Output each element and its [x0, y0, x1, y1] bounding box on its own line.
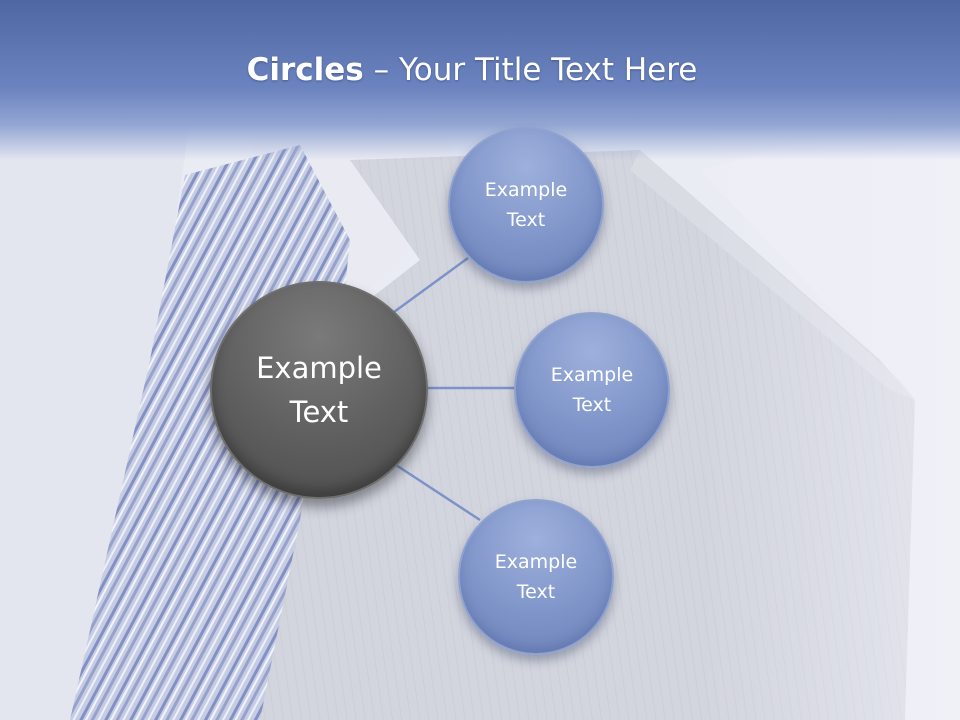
satellite-top-line2: Text — [506, 209, 546, 231]
satellite-bottom-line1: Example — [494, 551, 578, 573]
slide-title: Circles – Your Title Text Here — [0, 52, 944, 88]
satellite-circle-middle[interactable]: Example Text — [514, 312, 670, 468]
satellite-middle-line2: Text — [572, 394, 612, 416]
satellite-circle-bottom[interactable]: Example Text — [458, 499, 614, 655]
title-band — [0, 0, 960, 160]
satellite-bottom-line2: Text — [516, 581, 556, 603]
center-circle-line1: Example — [256, 351, 382, 385]
connector-top — [393, 256, 469, 314]
center-circle[interactable]: Example Text — [210, 281, 428, 499]
title-bold-part: Circles — [246, 52, 364, 88]
center-circle-line2: Text — [289, 395, 349, 429]
title-rest-part: – Your Title Text Here — [363, 52, 698, 88]
connector-bottom — [395, 463, 481, 522]
satellite-circle-top[interactable]: Example Text — [448, 127, 604, 283]
satellite-middle-line1: Example — [550, 364, 634, 386]
satellite-top-line1: Example — [484, 179, 568, 201]
